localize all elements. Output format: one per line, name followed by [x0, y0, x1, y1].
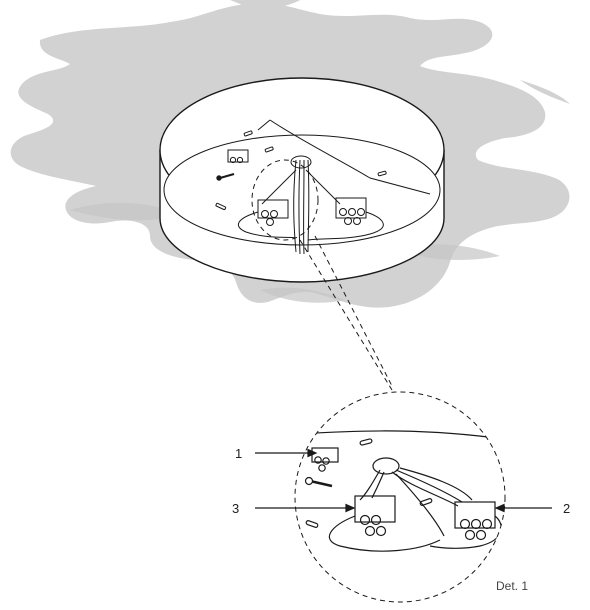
detail-leader-lines — [299, 235, 394, 391]
detail-marker-circle — [251, 159, 319, 241]
callout-label-3: 3 — [232, 501, 239, 516]
callout-label-1: 1 — [235, 446, 242, 461]
fixture-interior — [215, 119, 431, 255]
callout-lines — [255, 448, 552, 513]
detail-view — [294, 391, 506, 603]
callout-label-2: 2 — [563, 501, 570, 516]
detail-caption: Det. 1 — [496, 579, 528, 593]
fixture-housing — [159, 77, 445, 283]
